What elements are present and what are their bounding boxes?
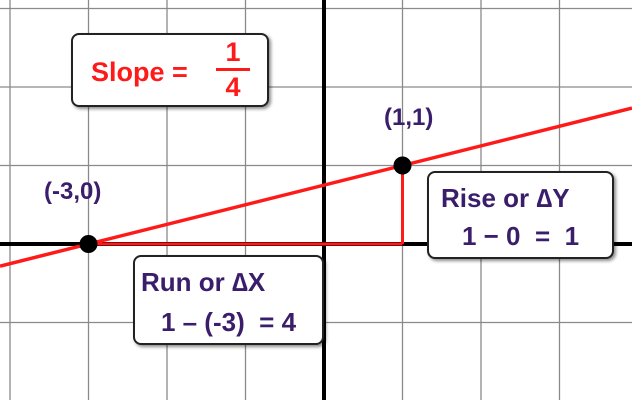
run-title: Run or ∆X xyxy=(141,267,266,297)
slope-line xyxy=(0,106,632,268)
slope-callout: Slope = 1 4 xyxy=(71,33,269,107)
point-a xyxy=(79,235,98,253)
rise-title: Rise or ∆Y xyxy=(441,183,570,213)
rise-calculation: 1 − 0 = 1 xyxy=(461,221,580,251)
point-b xyxy=(393,156,412,175)
slope-denominator: 4 xyxy=(225,72,241,102)
run-calculation: 1 – (-3) = 4 xyxy=(160,307,297,337)
slope-label: Slope = xyxy=(91,57,188,87)
slope-geometry xyxy=(0,106,632,268)
point-label-b: (1,1) xyxy=(384,104,434,131)
slope-numerator: 1 xyxy=(225,37,241,67)
fraction-bar xyxy=(216,68,250,71)
slope-fraction: 1 4 xyxy=(216,37,250,102)
point-label-a: (-3,0) xyxy=(44,178,102,205)
run-callout: Run or ∆X 1 – (-3) = 4 xyxy=(133,255,324,345)
rise-callout: Rise or ∆Y 1 − 0 = 1 xyxy=(427,171,614,259)
